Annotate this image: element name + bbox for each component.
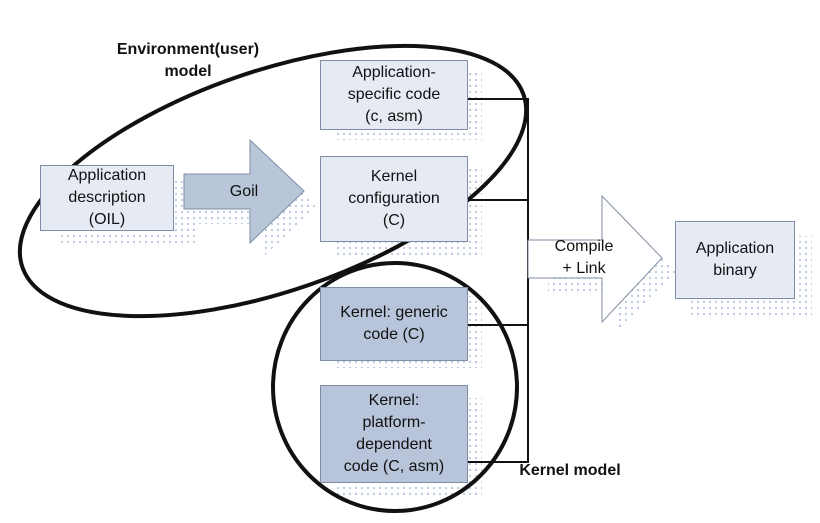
application-specific-code-box: Application- specific code (c, asm) xyxy=(320,60,468,130)
application-binary-box: Application binary xyxy=(675,221,795,299)
environment-model-label: Environment(user) model xyxy=(116,41,260,80)
kernel-platform-dependent-text: Kernel: platform- dependent code (C, asm… xyxy=(343,392,445,475)
kernel-platform-dependent-box: Kernel: platform- dependent code (C, asm… xyxy=(320,385,468,483)
kernel-configuration-text: Kernel configuration (C) xyxy=(348,168,440,229)
application-description-box: Application description (OIL) xyxy=(40,165,174,231)
kernel-generic-code-text: Kernel: generic code (C) xyxy=(340,304,448,343)
application-specific-code-text: Application- specific code (c, asm) xyxy=(347,64,441,125)
environment-model-ellipse xyxy=(17,43,529,319)
connector-lines xyxy=(468,98,529,463)
kernel-model-ellipse xyxy=(271,261,519,513)
compile-link-arrow-label: Compile + Link xyxy=(554,238,614,277)
kernel-generic-code-box: Kernel: generic code (C) xyxy=(320,287,468,361)
goil-arrow xyxy=(183,138,305,245)
goil-arrow-label: Goil xyxy=(229,183,259,200)
kernel-configuration-box: Kernel configuration (C) xyxy=(320,156,468,242)
application-binary-text: Application binary xyxy=(695,240,775,279)
kernel-model-label: Kernel model xyxy=(519,462,621,479)
application-description-text: Application description (OIL) xyxy=(67,167,147,228)
compile-link-arrow xyxy=(527,194,663,324)
